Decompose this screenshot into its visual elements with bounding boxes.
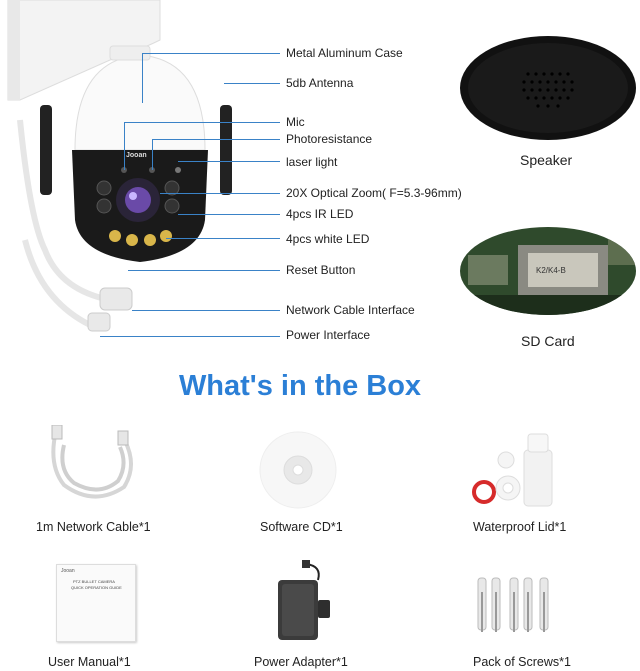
software-cd-image — [259, 431, 337, 509]
callout-line-mic — [124, 122, 280, 123]
callout-line-antenna — [224, 83, 280, 84]
section-title: What's in the Box — [178, 370, 422, 402]
callout-network-interface: Network Cable Interface — [286, 303, 415, 317]
manual-brand: Jooan — [61, 568, 75, 574]
manual-title-1: PTZ BULLET CAMERA — [73, 579, 115, 584]
callout-photoresistance: Photoresistance — [286, 132, 373, 146]
callout-laser-light: laser light — [286, 155, 338, 169]
callout-power-interface: Power Interface — [286, 328, 371, 342]
callout-line-network — [132, 310, 280, 311]
box-item-label-user-manual: User Manual*1 — [48, 655, 131, 669]
callout-line-ir — [178, 214, 280, 215]
speaker-image — [460, 36, 636, 140]
callout-reset-button: Reset Button — [286, 263, 356, 277]
box-item-label-network-cable: 1m Network Cable*1 — [36, 520, 151, 534]
speaker-caption: Speaker — [520, 152, 573, 168]
callout-ir-led: 4pcs IR LED — [286, 207, 354, 221]
user-manual-image: Jooan PTZ BULLET CAMERA QUICK OPERATION … — [56, 564, 136, 642]
callout-line-reset — [128, 270, 280, 271]
box-item-label-waterproof-lid: Waterproof Lid*1 — [473, 520, 567, 534]
manual-title-2: QUICK OPERATION GUIDE — [71, 585, 122, 590]
box-item-label-pack-of-screws: Pack of Screws*1 — [473, 655, 571, 669]
callout-mic: Mic — [286, 115, 305, 129]
callout-line-power — [100, 336, 280, 337]
callout-line-laser — [178, 161, 280, 162]
callout-white-led: 4pcs white LED — [286, 232, 370, 246]
callout-optical-zoom: 20X Optical Zoom( F=5.3-96mm) — [286, 186, 462, 200]
sd-chip-text: K2/K4-B — [536, 266, 566, 275]
callout-metal-case: Metal Aluminum Case — [286, 46, 403, 60]
pack-of-screws-image — [477, 577, 549, 632]
waterproof-lid-image — [472, 433, 553, 507]
ptz-camera-image — [7, 0, 232, 332]
box-item-label-power-adapter: Power Adapter*1 — [254, 655, 348, 669]
sd-card-image: K2/K4-B — [460, 227, 636, 315]
sd-card-caption: SD Card — [521, 333, 575, 349]
box-item-label-software-cd: Software CD*1 — [260, 520, 343, 534]
callout-line-white-led — [166, 238, 280, 239]
callout-antenna: 5db Antenna — [286, 76, 354, 90]
callout-line-photoresistance — [152, 139, 280, 140]
camera-brand-label: Jooan — [126, 152, 147, 159]
network-cable-image — [51, 425, 133, 499]
power-adapter-image — [278, 560, 330, 640]
callout-line-zoom — [160, 193, 280, 194]
callout-line-case — [142, 53, 280, 54]
